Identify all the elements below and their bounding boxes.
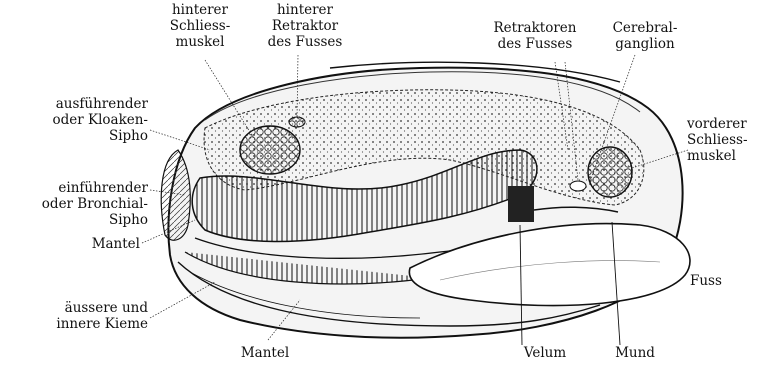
label-inhalant-siphon: einführender oder Bronchial- Sipho xyxy=(0,180,148,228)
posterior-adductor xyxy=(240,126,300,174)
label-posterior-retractor: hinterer Retraktor des Fusses xyxy=(240,2,370,50)
label-mantle-bottom: Mantel xyxy=(215,345,315,361)
label-gills: äussere und innere Kieme xyxy=(0,300,148,332)
label-velum: Velum xyxy=(505,345,585,361)
anterior-adductor xyxy=(588,147,632,197)
label-exhalant-siphon: ausführender oder Kloaken- Sipho xyxy=(0,96,148,144)
label-retractors: Retraktoren des Fusses xyxy=(470,20,600,52)
label-mantle-left: Mantel xyxy=(0,236,140,252)
label-cerebral-ganglion: Cerebral- ganglion xyxy=(590,20,700,52)
label-anterior-adductor: vorderer Schliess- muskel xyxy=(687,116,761,164)
label-foot: Fuss xyxy=(690,273,750,289)
label-mouth: Mund xyxy=(600,345,670,361)
